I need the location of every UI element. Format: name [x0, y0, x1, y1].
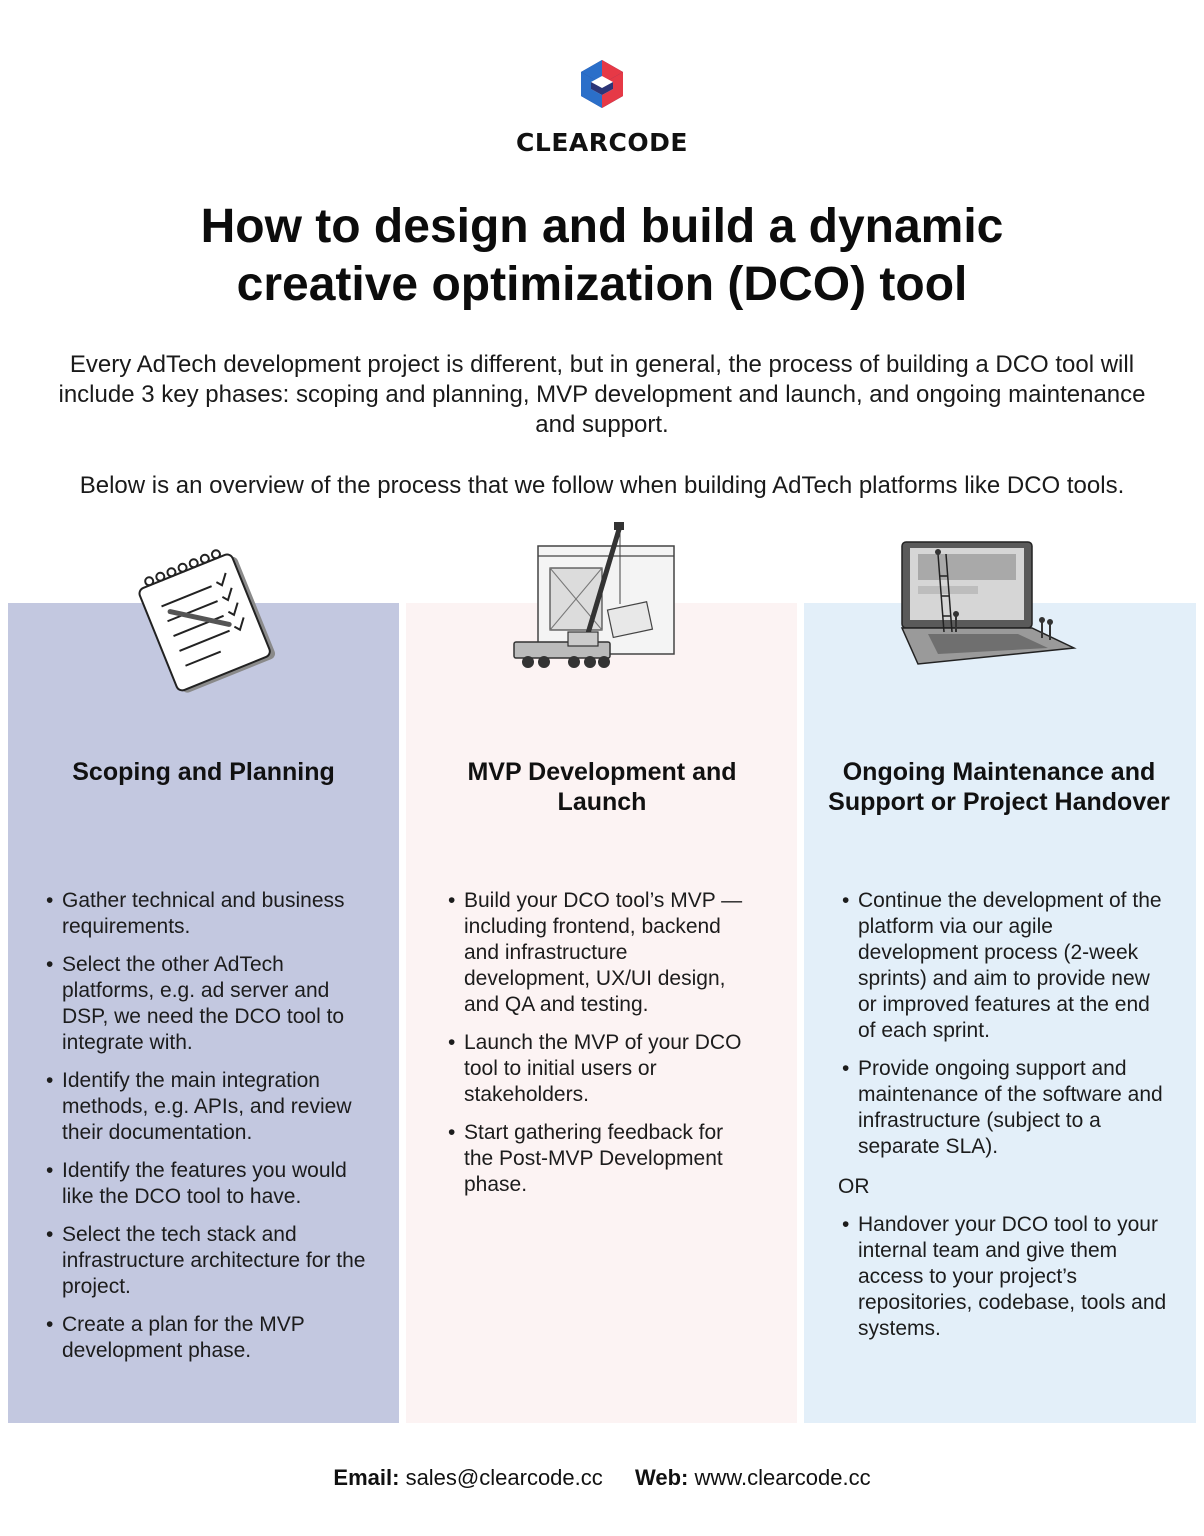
list-item: Identify the features you would like the…	[46, 1158, 376, 1210]
crane-building-illustration	[513, 522, 675, 668]
email-link[interactable]: sales@clearcode.cc	[405, 1465, 603, 1490]
phase-heading-mvp: MVP Development and Launch	[467, 758, 737, 816]
list-item: Continue the development of the platform…	[842, 888, 1172, 1044]
hexagon-logo-icon	[581, 60, 623, 108]
list-item: Identify the main integration methods, e…	[46, 1068, 376, 1146]
phase-heading-scoping: Scoping and Planning	[72, 758, 335, 786]
email-label: Email:	[333, 1465, 400, 1490]
list-item: Create a plan for the MVP development ph…	[46, 1312, 376, 1364]
list-item: Launch the MVP of your DCO tool to initi…	[448, 1030, 758, 1108]
list-item: Provide ongoing support and maintenance …	[842, 1056, 1172, 1160]
list-item: Start gathering feedback for the Post-MV…	[448, 1120, 758, 1198]
title-line-2: creative optimization (DCO) tool	[236, 258, 968, 311]
web-link[interactable]: www.clearcode.cc	[694, 1465, 871, 1490]
clearcode-logo	[0, 58, 1204, 110]
list-item: Select the other AdTech platforms, e.g. …	[46, 952, 376, 1056]
phase-list-handover: Handover your DCO tool to your internal …	[842, 1212, 1172, 1354]
intro-paragraph: Every AdTech development project is diff…	[58, 351, 1146, 438]
contact-footer: Email: sales@clearcode.cc Web: www.clear…	[0, 1464, 1204, 1492]
list-item: Build your DCO tool’s MVP — including fr…	[448, 888, 758, 1018]
phase-list-mvp: Build your DCO tool’s MVP — including fr…	[448, 888, 758, 1210]
list-item: Gather technical and business requiremen…	[46, 888, 376, 940]
page-title: How to design and build a dynamic creati…	[100, 198, 1104, 314]
phase-list-maintenance: Continue the development of the platform…	[842, 888, 1172, 1172]
laptop-workers-illustration	[900, 541, 1077, 665]
notepad-checklist-illustration	[138, 549, 276, 693]
web-label: Web:	[635, 1465, 689, 1490]
phase-list-scoping: Gather technical and business requiremen…	[46, 888, 376, 1376]
brand-name: CLEARCODE	[516, 128, 688, 157]
or-separator: OR	[838, 1175, 870, 1198]
phase-heading-maintenance: Ongoing Maintenance and Support or Proje…	[828, 758, 1170, 816]
title-line-1: How to design and build a dynamic	[200, 200, 1004, 253]
intro-overview: Below is an overview of the process that…	[79, 472, 1125, 499]
list-item: Handover your DCO tool to your internal …	[842, 1212, 1172, 1342]
list-item: Select the tech stack and infrastructure…	[46, 1222, 376, 1300]
